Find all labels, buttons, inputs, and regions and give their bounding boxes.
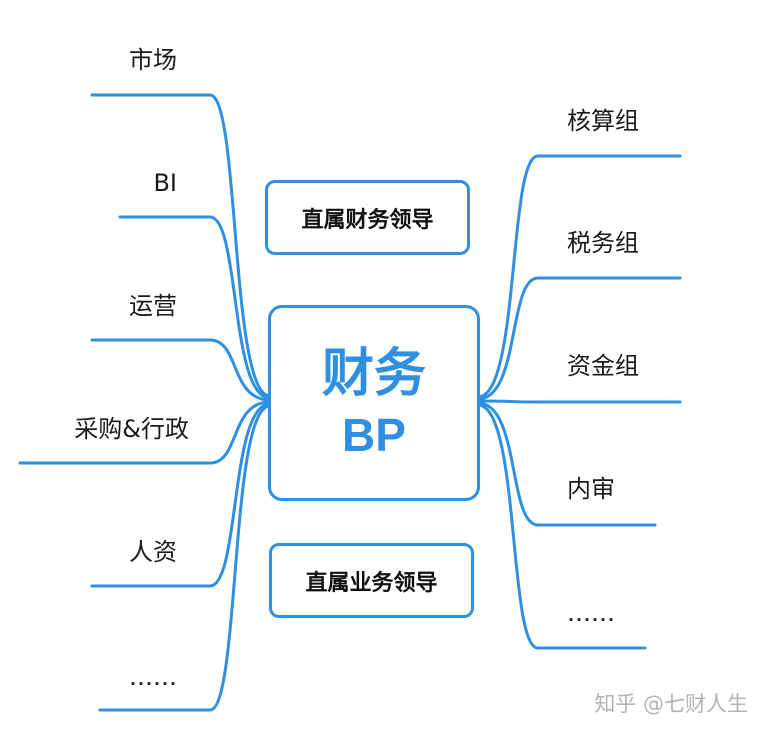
left-branch-label: 市场: [129, 46, 177, 74]
connector-line: [90, 402, 272, 588]
right-branch-label: 资金组: [567, 352, 639, 380]
connector-line: [476, 154, 682, 399]
right-branch-label: 核算组: [567, 107, 639, 135]
business-leader-node: 直属业务领导: [269, 543, 474, 618]
left-branch-label: 运营: [129, 292, 177, 320]
connector-line: [90, 93, 272, 398]
left-branch-label: 采购&行政: [74, 415, 189, 443]
connector-line: [476, 403, 647, 650]
finance-leader-label: 直属财务领导: [301, 207, 434, 233]
left-branch-label: BI: [153, 169, 177, 197]
center-title: 财务: [321, 344, 426, 404]
center-subtitle: BP: [342, 409, 406, 461]
connector-line: [118, 215, 272, 400]
connector-line: [18, 400, 272, 465]
connector-line: [98, 404, 272, 712]
center-node: 财务 BP: [268, 305, 480, 501]
right-branch-label: ……: [567, 599, 615, 627]
connector-line: [90, 338, 272, 402]
business-leader-label: 直属业务领导: [305, 570, 438, 596]
right-branch-label: 税务组: [567, 229, 639, 257]
connector-line: [476, 399, 682, 404]
connector-line: [476, 276, 682, 401]
left-branch-label: ……: [129, 663, 177, 691]
watermark: 知乎 @七财人生: [594, 692, 748, 716]
connector-line: [476, 401, 657, 527]
right-branch-label: 内审: [567, 475, 615, 503]
finance-leader-node: 直属财务领导: [265, 180, 470, 255]
left-branch-label: 人资: [129, 538, 177, 566]
